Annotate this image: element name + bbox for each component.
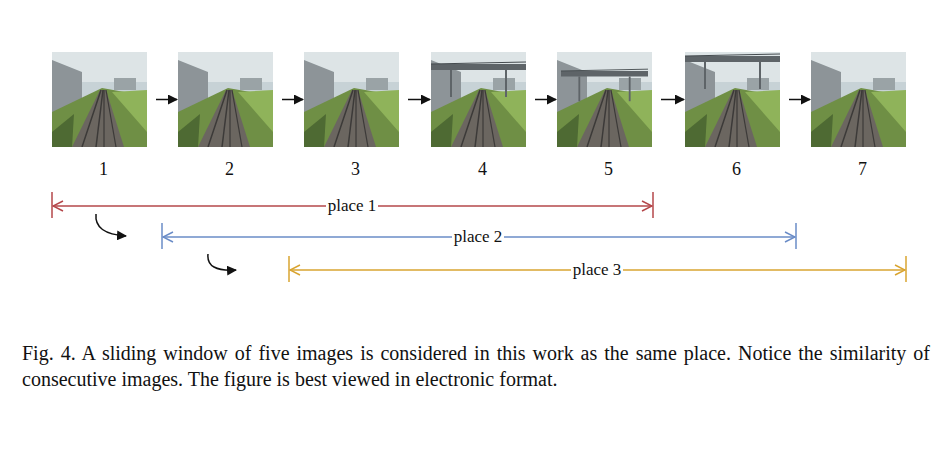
- image-number: 3: [304, 159, 407, 180]
- sequence-arrow: [661, 99, 684, 101]
- thumbnail-images: [52, 52, 906, 147]
- image-frame: 4: [431, 52, 534, 147]
- image-number: 4: [431, 159, 534, 180]
- image-number: 2: [178, 159, 281, 180]
- image-frame: 2: [178, 52, 281, 147]
- sequence-arrow: [789, 99, 810, 101]
- shift-arrow: [96, 214, 236, 270]
- place-label: place 1: [326, 196, 379, 216]
- image-number: 1: [52, 159, 155, 180]
- image-frame: 6: [685, 52, 788, 147]
- sequence-arrow: [535, 99, 556, 101]
- place-2-bracket: [162, 223, 796, 249]
- place-3-bracket: [289, 256, 906, 282]
- figure-caption: Fig. 4. A sliding window of five images …: [22, 340, 930, 392]
- sequence-arrow: [408, 99, 430, 101]
- image-frame: 3: [304, 52, 407, 147]
- sequence-arrow: [282, 99, 303, 101]
- image-number: 5: [557, 159, 660, 180]
- sequence-arrow: [156, 99, 177, 101]
- place-1-bracket: [52, 192, 653, 218]
- image-frame: 7: [811, 52, 914, 147]
- image-number: 6: [685, 159, 788, 180]
- place-label: place 2: [452, 227, 505, 247]
- place-label: place 3: [571, 260, 624, 280]
- image-frame: 1: [52, 52, 155, 147]
- image-number: 7: [811, 159, 914, 180]
- image-frame: 5: [557, 52, 660, 147]
